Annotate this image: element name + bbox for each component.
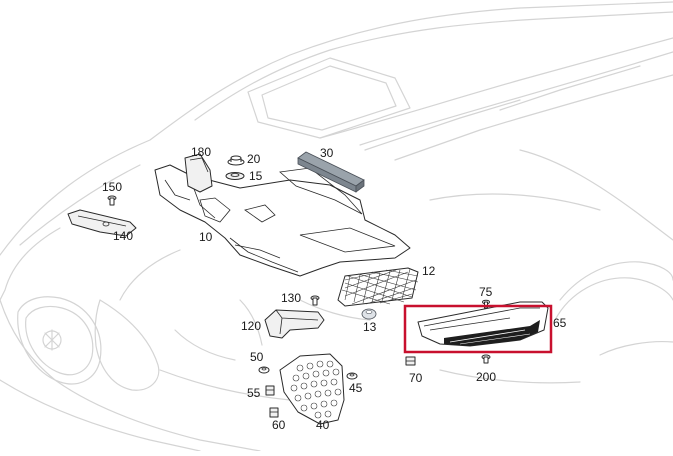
callout-50: 50 — [250, 350, 264, 364]
callout-120: 120 — [241, 319, 261, 333]
callout-10: 10 — [199, 230, 213, 244]
part-150-bolt — [107, 195, 117, 206]
part-45-fastener — [346, 372, 358, 380]
callout-180: 180 — [191, 145, 211, 159]
part-20-clip — [227, 155, 245, 166]
highlight-box — [403, 304, 553, 354]
callout-45: 45 — [349, 381, 363, 395]
callout-12: 12 — [422, 264, 436, 278]
callout-15: 15 — [249, 169, 263, 183]
callout-55: 55 — [247, 386, 261, 400]
callout-140: 140 — [113, 229, 133, 243]
callout-70: 70 — [409, 371, 423, 385]
part-55-fastener — [265, 385, 275, 396]
part-13-cap — [361, 308, 377, 320]
callout-13: 13 — [363, 320, 377, 334]
part-30-foam-strip — [297, 151, 365, 193]
callout-200: 200 — [476, 370, 496, 384]
callout-labels: 180 20 15 30 150 140 10 12 130 120 13 75… — [102, 145, 567, 432]
part-200-fastener — [481, 354, 491, 364]
part-10-engine-cover — [154, 164, 411, 277]
callout-60: 60 — [272, 418, 286, 432]
callout-30: 30 — [320, 146, 334, 160]
part-60-fastener — [269, 407, 279, 418]
part-120-duct — [264, 309, 325, 339]
callout-150: 150 — [102, 180, 122, 194]
part-70-fastener — [405, 356, 416, 366]
part-65-lower-cover — [417, 301, 549, 347]
part-12-mesh-filter — [337, 267, 419, 307]
callout-20: 20 — [247, 152, 261, 166]
callout-75: 75 — [479, 285, 493, 299]
part-140-bracket — [67, 209, 137, 237]
part-50-fastener — [258, 366, 270, 374]
part-15-clip — [225, 172, 245, 180]
callout-130: 130 — [281, 291, 301, 305]
part-130-bolt — [310, 295, 320, 306]
part-180-panel — [184, 153, 213, 193]
part-40-grille — [279, 353, 345, 425]
callout-65: 65 — [553, 316, 567, 330]
callout-40: 40 — [316, 418, 330, 432]
